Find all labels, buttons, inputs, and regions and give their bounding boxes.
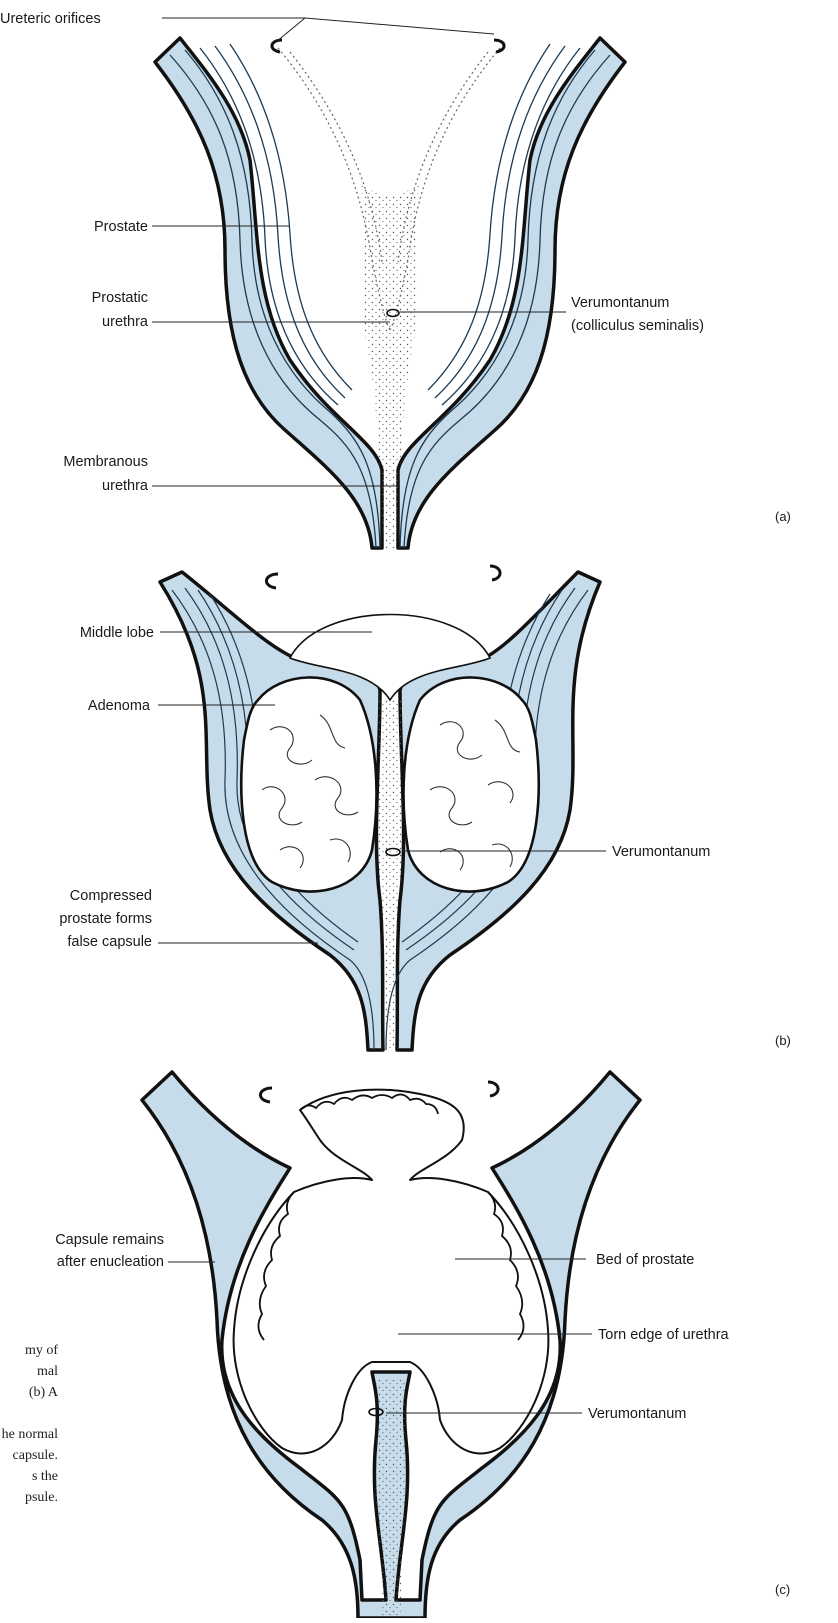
label-capsule-2: after enucleation <box>57 1254 164 1270</box>
panel-b-right-orifice <box>490 566 500 580</box>
label-verumontanum-2: (colliculus seminalis) <box>571 318 704 334</box>
label-prostatic-urethra-1: Prostatic <box>92 290 148 306</box>
label-middle-lobe: Middle lobe <box>80 625 154 641</box>
panel-letter-c: (c) <box>775 1582 790 1597</box>
label-verumontanum-1: Verumontanum <box>571 295 669 311</box>
label-membranous-2: urethra <box>102 478 149 494</box>
label-verumontanum-b: Verumontanum <box>612 844 710 860</box>
panel-c-urethra <box>376 1380 407 1618</box>
panel-a-prostate-left <box>155 38 382 548</box>
caption-line: he normal <box>0 1424 58 1445</box>
label-torn-edge: Torn edge of urethra <box>598 1327 730 1343</box>
panel-a-prostate-right <box>398 38 625 548</box>
caption-line <box>0 1403 58 1424</box>
panel-c-after-enucleation: Capsule remains after enucleation Bed of… <box>55 1072 790 1618</box>
label-adenoma: Adenoma <box>88 698 151 714</box>
panel-c-left-orifice <box>260 1088 272 1102</box>
label-compressed-1: Compressed <box>70 888 152 904</box>
caption-line: capsule. <box>0 1445 58 1466</box>
label-verumontanum-c: Verumontanum <box>588 1406 686 1422</box>
label-ureteric-orifices: Ureteric orifices <box>0 11 101 27</box>
caption-line: s the <box>0 1466 58 1487</box>
label-prostate: Prostate <box>94 219 148 235</box>
panel-b-left-orifice <box>266 574 278 588</box>
caption-line: (b) A <box>0 1382 58 1403</box>
caption-line: psule. <box>0 1487 58 1508</box>
label-prostatic-urethra-2: urethra <box>102 314 149 330</box>
panel-a-normal-prostate: Ureteric orifices Prostate Prostatic ure… <box>0 11 791 548</box>
caption-line: my of <box>0 1340 58 1361</box>
label-capsule-1: Capsule remains <box>55 1232 164 1248</box>
label-compressed-2: prostate forms <box>59 911 152 927</box>
figure-caption-fragment: my of mal (b) A he normal capsule. s the… <box>0 1340 58 1508</box>
panel-letter-a: (a) <box>775 509 791 524</box>
label-membranous-1: Membranous <box>63 454 148 470</box>
panel-a-right-orifice <box>494 40 504 52</box>
panel-b-adenoma-right <box>404 677 539 891</box>
panel-b-bph: Middle lobe Adenoma Verumontanum Compres… <box>59 566 791 1050</box>
label-bed-of-prostate: Bed of prostate <box>596 1252 694 1268</box>
caption-line: mal <box>0 1361 58 1382</box>
panel-c-right-orifice <box>488 1082 498 1096</box>
panel-letter-b: (b) <box>775 1033 791 1048</box>
label-compressed-3: false capsule <box>67 934 152 950</box>
panel-b-adenoma-left <box>241 677 376 891</box>
